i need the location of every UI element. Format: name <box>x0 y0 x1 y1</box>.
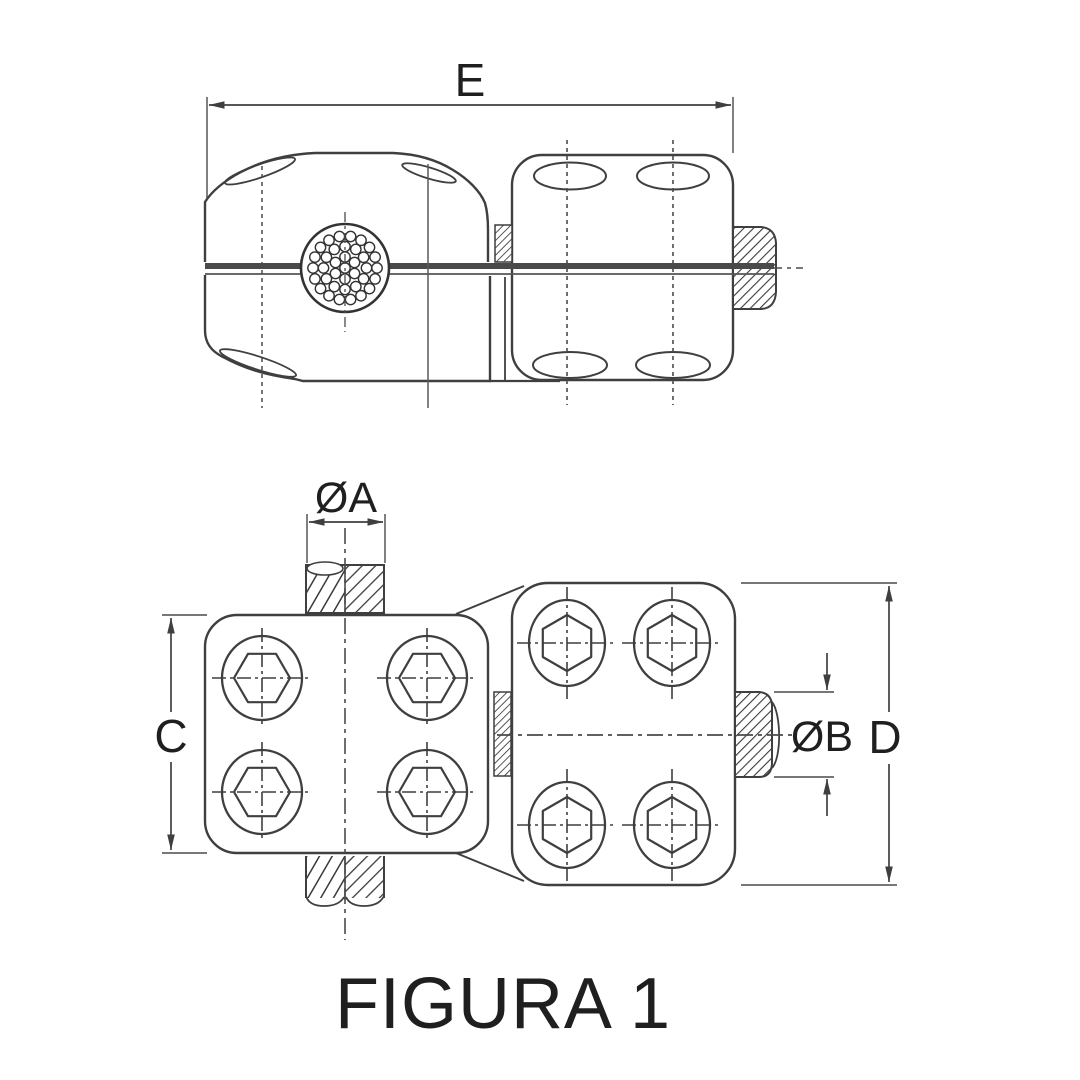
left-clamp-lower-half <box>203 275 492 383</box>
groove-dimple-bottom-left <box>532 351 608 379</box>
conductor-a-bottom <box>305 856 385 907</box>
dim-label-a: ØA <box>315 474 377 522</box>
transition-bottom <box>455 852 525 882</box>
groove-dimple-top-left <box>533 161 607 191</box>
dimension-phi-b: ØB <box>774 653 853 816</box>
dimension-e: E <box>206 54 734 200</box>
gap-spacer-plan <box>493 691 512 777</box>
conductor-a-top <box>305 561 385 614</box>
conductor-a-bottom-caps <box>305 895 385 907</box>
dimension-c: C <box>154 614 207 854</box>
transition-top <box>455 585 525 615</box>
dimension-phi-a: ØA <box>306 474 386 563</box>
figure-caption: FIGURA 1 <box>335 964 671 1044</box>
conductor-strands <box>307 230 383 306</box>
side-view: E <box>203 54 803 408</box>
gap-spacer-side <box>494 224 513 263</box>
chamfer-lens-lower-left <box>219 348 297 378</box>
dimension-d: D <box>741 582 902 886</box>
plan-view: ØA C ØB D <box>154 474 902 940</box>
dim-label-b: ØB <box>791 713 853 761</box>
conductor-a-end-cap <box>306 561 344 576</box>
conductor-a-cross-section <box>299 212 391 332</box>
dim-label-e: E <box>455 54 486 106</box>
dim-label-c: C <box>154 710 187 762</box>
dim-label-d: D <box>868 711 901 763</box>
